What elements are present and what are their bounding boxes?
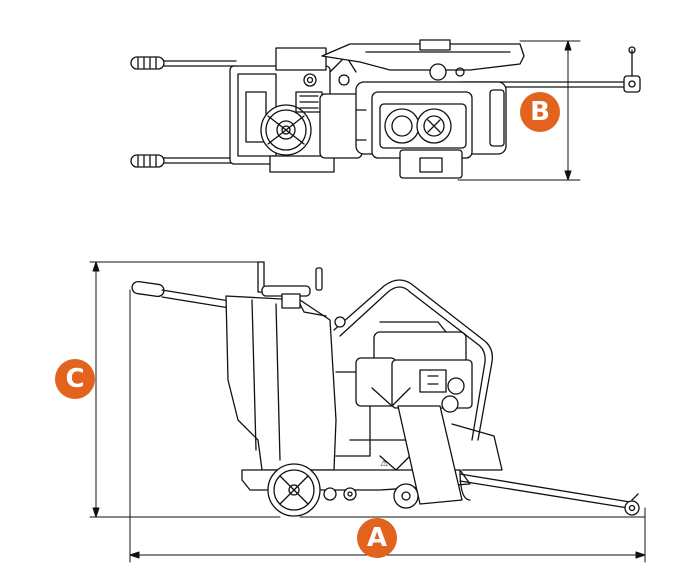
top-view [130,39,641,181]
front-wheel [393,483,419,509]
side-view: ⚠ [89,261,646,563]
top-frame [229,47,363,173]
top-handles [130,56,237,168]
top-arm [321,39,641,93]
side-engine [355,321,473,413]
side-body [225,261,337,471]
dimension-badge-b: B [520,92,560,132]
dimension-b-lines [457,40,581,181]
side-pointer-arm [459,473,640,516]
dimension-badge-a: A [357,518,397,558]
svg-text:⚠: ⚠ [380,459,388,469]
rear-wheel [267,463,357,517]
side-lift-frame [333,279,494,441]
side-blade-guard [397,405,503,505]
dimension-badge-c: C [55,359,95,399]
top-engine [355,63,507,179]
dimension-c-lines [89,261,281,518]
